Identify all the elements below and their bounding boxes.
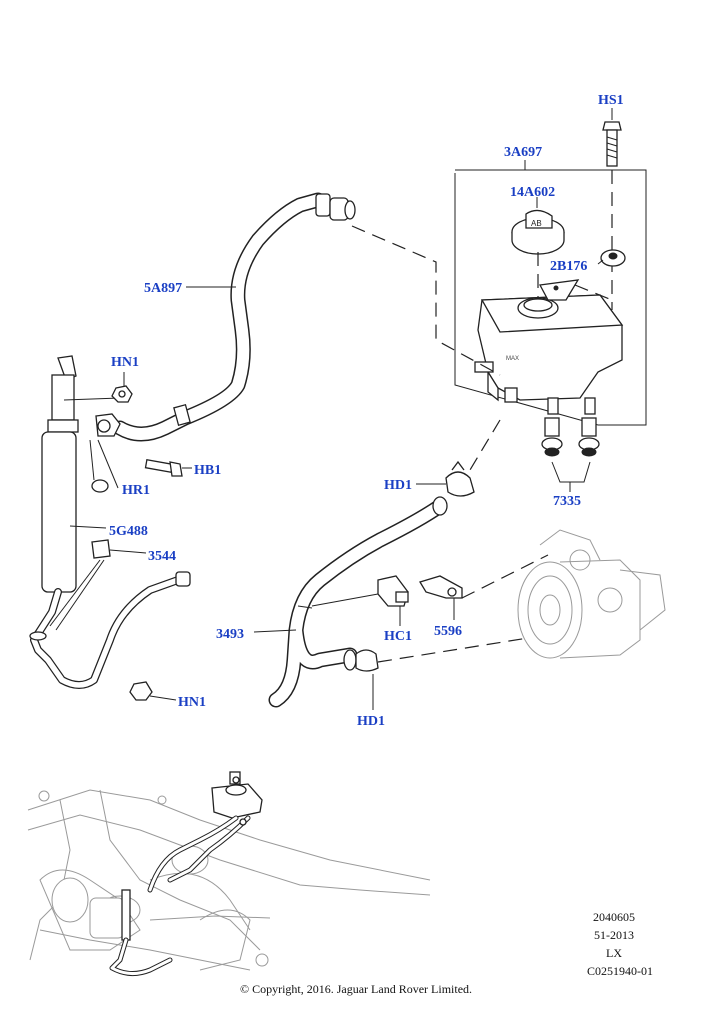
- callout-5a897: 5A897: [144, 281, 182, 296]
- reservoir-cap: AB: [511, 197, 565, 300]
- callout-hn1-bottom: HN1: [178, 695, 206, 710]
- callout-5596: 5596: [434, 624, 462, 639]
- hose-5a897: [95, 192, 356, 442]
- reservoir-body: MAX: [474, 279, 624, 415]
- clamp-hd1-top: [445, 460, 475, 497]
- callout-labels: HS1 3A697 14A602 2B176 5A897 HN1 HB1 HR1…: [109, 93, 624, 729]
- callout-3493: 3493: [216, 627, 244, 642]
- callout-hr1: HR1: [122, 483, 150, 498]
- reservoir-assembly-bracket: [454, 160, 647, 426]
- steering-pump-ghost: [517, 529, 666, 659]
- callout-3a697: 3A697: [504, 145, 542, 160]
- nut-hn1-bottom: [129, 681, 177, 701]
- bracket-5596: [419, 575, 463, 620]
- reference-block: 2040605 51-2013 LX C0251940-01: [587, 910, 653, 978]
- callout-hd1-bottom: HD1: [357, 714, 385, 729]
- damper-cylinder-5g488: [29, 355, 191, 689]
- callout-hd1-top: HD1: [384, 478, 412, 493]
- callout-hb1: HB1: [194, 463, 221, 478]
- svg-text:MAX: MAX: [506, 356, 519, 362]
- callout-hc1: HC1: [384, 629, 412, 644]
- reference-line-3: LX: [606, 946, 622, 960]
- nut-hn1-top: [111, 372, 133, 403]
- callout-2b176: 2B176: [550, 259, 587, 274]
- callout-3544: 3544: [148, 549, 176, 564]
- reference-line-1: 2040605: [593, 910, 635, 924]
- svg-text:AB: AB: [531, 219, 542, 228]
- reference-line-2: 51-2013: [594, 928, 634, 942]
- callout-7335: 7335: [553, 494, 581, 509]
- copyright-notice: © Copyright, 2016. Jaguar Land Rover Lim…: [240, 982, 472, 996]
- callout-hs1: HS1: [598, 93, 624, 108]
- clip-3544: [49, 539, 147, 631]
- assembly-dash-lines: [351, 225, 613, 663]
- callout-5g488: 5G488: [109, 524, 148, 539]
- leader-lines: [69, 286, 446, 633]
- bolt-hs1: [602, 108, 622, 310]
- clip-2b176: [597, 249, 626, 267]
- hose-3493: [268, 496, 448, 708]
- clip-hc1: [311, 575, 409, 626]
- bolt-hb1: [144, 459, 192, 477]
- vehicle-context-ghost: [27, 789, 431, 971]
- clamp-hd1-bottom: [355, 649, 379, 710]
- hose-connectors-7335: [541, 417, 600, 492]
- callout-hn1-top: HN1: [111, 355, 139, 370]
- highlighted-assembly-context: [109, 771, 263, 976]
- callout-14a602: 14A602: [510, 185, 555, 200]
- reference-line-4: C0251940-01: [587, 964, 653, 978]
- o-ring-hr1: [89, 439, 119, 493]
